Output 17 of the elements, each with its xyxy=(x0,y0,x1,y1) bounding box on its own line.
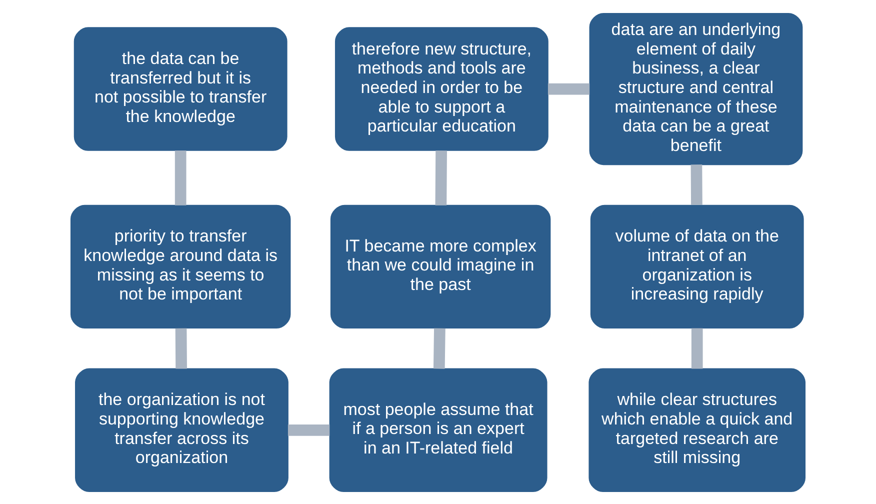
connector xyxy=(435,150,447,205)
connector xyxy=(690,164,702,204)
connector xyxy=(288,424,330,436)
connector xyxy=(174,150,186,205)
node-box: therefore new structure, methods and tools are needed in order to be able to support a particular education xyxy=(334,26,548,150)
node-box: volume of data on the intranet of an organization is increasing rapidly xyxy=(590,204,804,328)
connector xyxy=(433,328,446,368)
node-box: data are an underlying element of daily business, a clear structure and central maintenance of these data can be a great benefit xyxy=(589,12,803,165)
connector xyxy=(691,328,703,368)
connector xyxy=(175,328,187,368)
connector xyxy=(548,82,590,94)
node-box: most people assume that if a person is an expert in an IT-related field xyxy=(329,368,548,492)
node-box: IT became more complex than we could imagine in the past xyxy=(330,204,551,328)
node-box: while clear structures which enable a quick and targeted research are still missing xyxy=(588,368,806,492)
node-box: the data can be transferred but it is not possible to transfer the knowledge xyxy=(74,26,288,150)
node-box: the organization is not supporting knowledge transfer across its organization xyxy=(75,368,288,492)
node-box: priority to transfer knowledge around data is missing as it seems to not be important xyxy=(70,204,291,328)
